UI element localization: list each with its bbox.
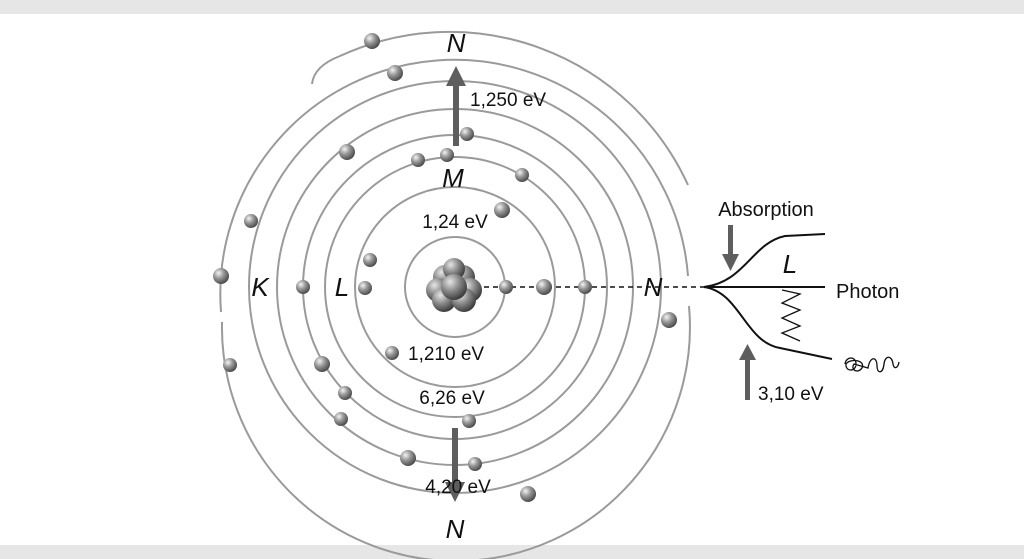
electron xyxy=(334,412,348,426)
orbit-k-upper xyxy=(219,58,689,313)
absorption-label: Absorption xyxy=(718,199,814,221)
branch-upper-curve xyxy=(703,233,826,288)
electron xyxy=(387,65,403,81)
electron xyxy=(536,279,552,295)
arrow-down-bottom xyxy=(445,428,465,502)
energy-label-310: 3,10 eV xyxy=(758,384,824,405)
photon-label: Photon xyxy=(836,281,899,303)
electron xyxy=(296,280,310,294)
electron xyxy=(515,168,529,182)
photon-squiggle-icon xyxy=(844,356,900,373)
orbit-outer-arc xyxy=(311,31,689,186)
energy-label-1210: 1,210 eV xyxy=(408,344,484,365)
electron xyxy=(460,127,474,141)
electron xyxy=(363,253,377,267)
shell-label-l: L xyxy=(335,272,349,302)
electron xyxy=(462,414,476,428)
electron xyxy=(385,346,399,360)
nucleus xyxy=(426,258,482,312)
electron xyxy=(314,356,330,372)
electron xyxy=(661,312,677,328)
shell-label-n-bottom: N xyxy=(446,514,465,544)
photon-branch xyxy=(703,233,900,373)
shell-label-n-top: N xyxy=(447,28,466,58)
energy-label-420: 4,20 eV xyxy=(425,477,491,498)
electron xyxy=(223,358,237,372)
branch-lower-curve xyxy=(703,286,833,360)
shell-label-n-right: N xyxy=(644,272,663,302)
absorption-arrow xyxy=(722,225,739,271)
electron xyxy=(244,214,258,228)
electron xyxy=(364,33,380,49)
wave-zigzag xyxy=(780,289,802,342)
electrons xyxy=(213,33,677,502)
energy-label-124: 1,24 eV xyxy=(422,212,488,233)
orbit-k-lower xyxy=(220,305,691,559)
electron xyxy=(468,457,482,471)
electron xyxy=(339,144,355,160)
electron xyxy=(411,153,425,167)
branch-label-l: L xyxy=(783,249,797,279)
orbit-2 xyxy=(354,186,556,388)
shell-label-k: K xyxy=(251,272,270,302)
arrow-3-10-ev xyxy=(739,344,756,400)
bottom-border xyxy=(0,545,1024,559)
electron xyxy=(578,280,592,294)
shell-label-m: M xyxy=(442,163,464,193)
energy-label-1250: 1,250 eV xyxy=(470,90,546,111)
top-border xyxy=(0,0,1024,14)
electron xyxy=(440,148,454,162)
orbits xyxy=(219,31,691,559)
arrow-up-top xyxy=(446,66,466,146)
energy-label-626: 6,26 eV xyxy=(419,388,485,409)
electron xyxy=(338,386,352,400)
electron xyxy=(499,280,513,294)
electron xyxy=(213,268,229,284)
electron xyxy=(520,486,536,502)
electron xyxy=(494,202,510,218)
electron xyxy=(358,281,372,295)
electron xyxy=(400,450,416,466)
